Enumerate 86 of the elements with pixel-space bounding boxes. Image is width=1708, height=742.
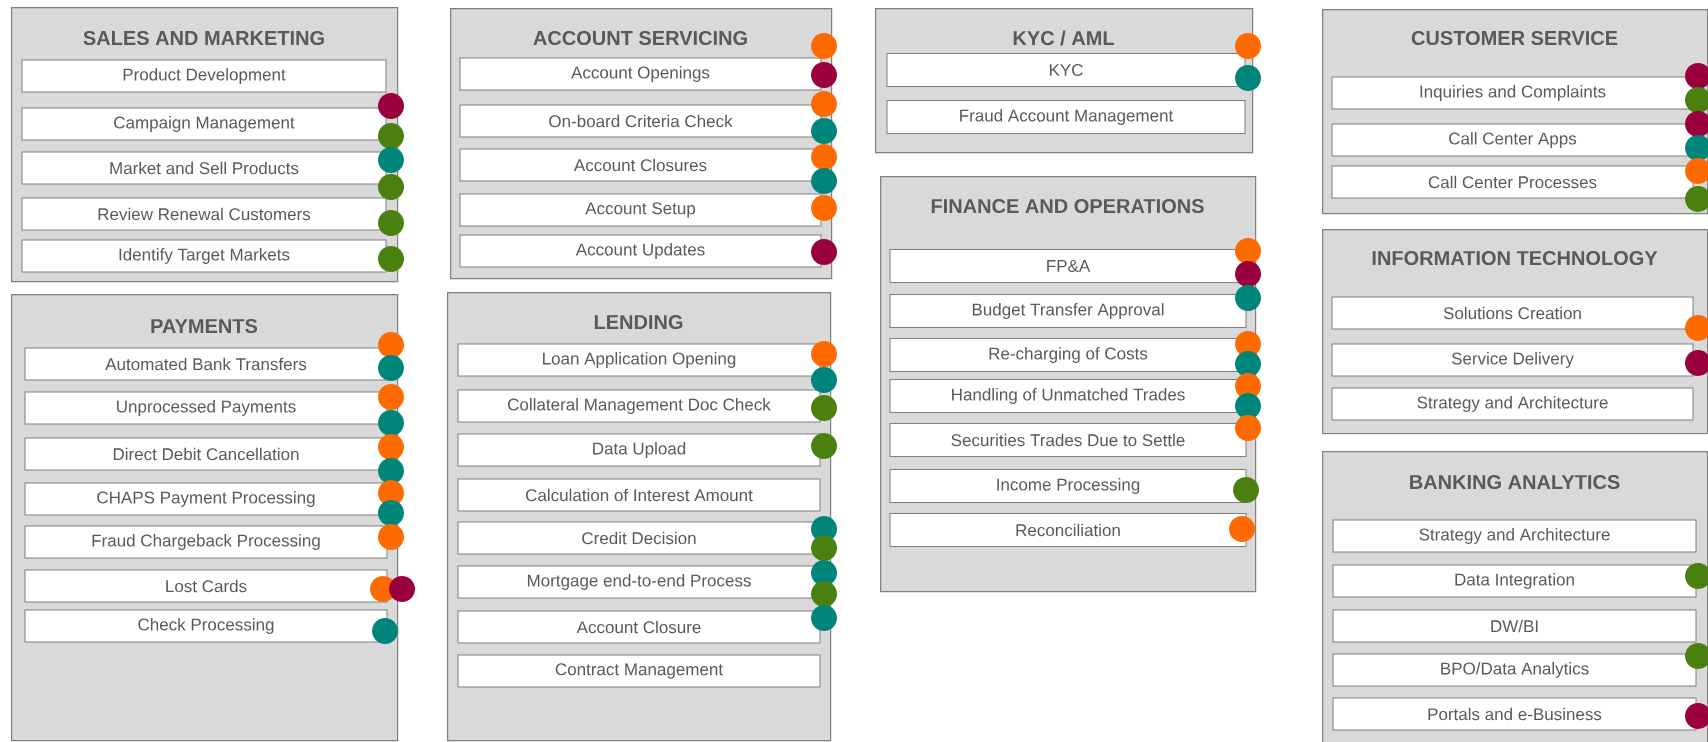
process-box: Budget Transfer Approval: [889, 294, 1247, 328]
status-dot: [378, 123, 404, 149]
process-box: Fraud Account Management: [886, 100, 1246, 134]
process-box: Identify Target Markets: [21, 239, 387, 273]
status-dot: [1235, 238, 1261, 264]
process-box: Calculation of Interest Amount: [457, 478, 821, 512]
process-box: Campaign Management: [21, 107, 387, 141]
status-dot: [1233, 477, 1259, 503]
status-dot: [1235, 261, 1261, 287]
status-dot: [378, 458, 404, 484]
status-dot: [389, 576, 415, 602]
process-box: Call Center Processes: [1331, 165, 1694, 199]
status-dot: [811, 195, 837, 221]
status-dot: [811, 62, 837, 88]
status-dot: [811, 581, 837, 607]
status-dot: [811, 239, 837, 265]
process-box: Service Delivery: [1331, 343, 1694, 377]
status-dot: [1235, 351, 1261, 377]
process-box: Lost Cards: [24, 569, 388, 603]
process-box: Account Updates: [459, 234, 822, 268]
process-box: Check Processing: [24, 609, 388, 643]
process-box: Portals and e-Business: [1332, 697, 1697, 731]
status-dot: [1235, 415, 1261, 441]
process-box: Unprocessed Payments: [24, 391, 388, 425]
status-dot: [378, 434, 404, 460]
process-box: Securities Trades Due to Settle: [889, 423, 1247, 457]
status-dot: [811, 433, 837, 459]
process-box: Contract Management: [457, 654, 821, 688]
status-dot: [378, 210, 404, 236]
process-box: Credit Decision: [457, 521, 821, 555]
process-box: BPO/Data Analytics: [1332, 653, 1697, 687]
process-box: KYC: [886, 53, 1246, 87]
process-box: Solutions Creation: [1331, 296, 1694, 330]
process-box: Automated Bank Transfers: [24, 347, 388, 381]
process-box: Account Closures: [459, 148, 822, 182]
status-dot: [378, 147, 404, 173]
status-dot: [811, 605, 837, 631]
status-dot: [378, 524, 404, 550]
status-dot: [811, 535, 837, 561]
process-box: Loan Application Opening: [457, 343, 821, 377]
process-box: Inquiries and Complaints: [1331, 76, 1694, 110]
process-box: Mortgage end-to-end Process: [457, 565, 821, 599]
process-box: Review Renewal Customers: [21, 197, 387, 231]
process-box: Fraud Chargeback Processing: [24, 525, 388, 559]
status-dot: [378, 174, 404, 200]
status-dot: [811, 91, 837, 117]
process-box: FP&A: [889, 249, 1247, 283]
status-dot: [811, 395, 837, 421]
status-dot: [811, 144, 837, 170]
status-dot: [378, 332, 404, 358]
status-dot: [811, 168, 837, 194]
process-box: Market and Sell Products: [21, 151, 387, 185]
status-dot: [378, 246, 404, 272]
process-box: Product Development: [21, 59, 387, 93]
status-dot: [372, 618, 398, 644]
process-box: Call Center Apps: [1331, 123, 1694, 157]
status-dot: [811, 341, 837, 367]
process-box: Handling of Unmatched Trades: [889, 379, 1247, 413]
process-box: Data Integration: [1332, 564, 1697, 598]
status-dot: [1229, 516, 1255, 542]
process-box: Reconciliation: [889, 513, 1247, 547]
status-dot: [1235, 65, 1261, 91]
process-box: Account Openings: [459, 57, 822, 91]
process-box: Re-charging of Costs: [889, 338, 1247, 372]
status-dot: [378, 384, 404, 410]
process-box: Strategy and Architecture: [1332, 519, 1697, 553]
process-box: Strategy and Architecture: [1331, 387, 1694, 421]
status-dot: [811, 33, 837, 59]
process-box: Direct Debit Cancellation: [24, 437, 388, 471]
process-box: DW/BI: [1332, 609, 1697, 643]
status-dot: [1235, 393, 1261, 419]
status-dot: [378, 500, 404, 526]
status-dot: [1235, 285, 1261, 311]
process-box: Account Closure: [457, 610, 821, 644]
process-box: Data Upload: [457, 433, 821, 467]
process-box: Account Setup: [459, 193, 822, 227]
status-dot: [378, 355, 404, 381]
process-box: CHAPS Payment Processing: [24, 482, 388, 516]
status-dot: [1235, 33, 1261, 59]
process-box: Collateral Management Doc Check: [457, 389, 821, 423]
status-dot: [811, 118, 837, 144]
status-dot: [811, 367, 837, 393]
process-box: Income Processing: [889, 469, 1247, 503]
process-box: On-board Criteria Check: [459, 104, 822, 138]
status-dot: [378, 93, 404, 119]
status-dot: [378, 410, 404, 436]
